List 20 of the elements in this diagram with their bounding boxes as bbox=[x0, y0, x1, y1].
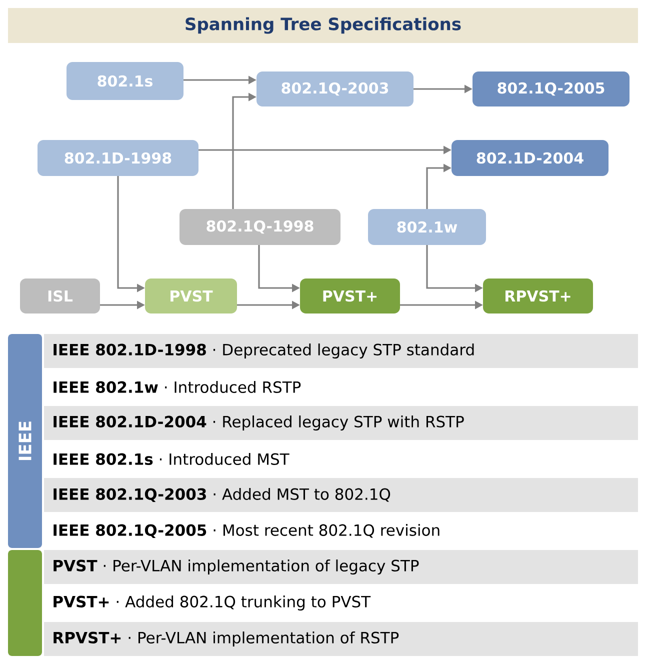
spec-box: PVST+ bbox=[300, 278, 400, 314]
spec-box: 802.1D-1998 bbox=[38, 140, 198, 176]
spec-box: 802.1Q-1998 bbox=[180, 209, 340, 245]
spec-box: 802.1Q-2003 bbox=[256, 72, 414, 106]
table-row: IEEE 802.1D-1998 · Deprecated legacy STP standard bbox=[44, 334, 638, 368]
side-band: IEEE bbox=[8, 334, 42, 548]
spec-box: 802.1w bbox=[368, 209, 486, 245]
table-row: IEEE 802.1Q-2005 · Most recent 802.1Q revision bbox=[54, 524, 440, 538]
table-row: IEEE 802.1Q-2003 · Added MST to 802.1Q bbox=[44, 478, 638, 512]
table-row: IEEE 802.1D-2004 · Replaced legacy STP with RSTP bbox=[44, 406, 638, 440]
side-band bbox=[8, 550, 42, 656]
spec-box: ISL bbox=[20, 278, 100, 314]
spec-box: 802.1Q-2005 bbox=[472, 72, 630, 106]
table-row: PVST · Per-VLAN implementation of legacy STP bbox=[44, 550, 638, 584]
table-row: RPVST+ · Per-VLAN implementation of RSTP bbox=[44, 622, 638, 656]
spec-box: 802.1s bbox=[66, 62, 184, 100]
spec-box: 802.1D-2004 bbox=[452, 140, 608, 176]
spec-box: RPVST+ bbox=[483, 278, 593, 314]
title-banner: Spanning Tree Specifications bbox=[8, 8, 638, 43]
spec-box: PVST bbox=[145, 278, 237, 314]
